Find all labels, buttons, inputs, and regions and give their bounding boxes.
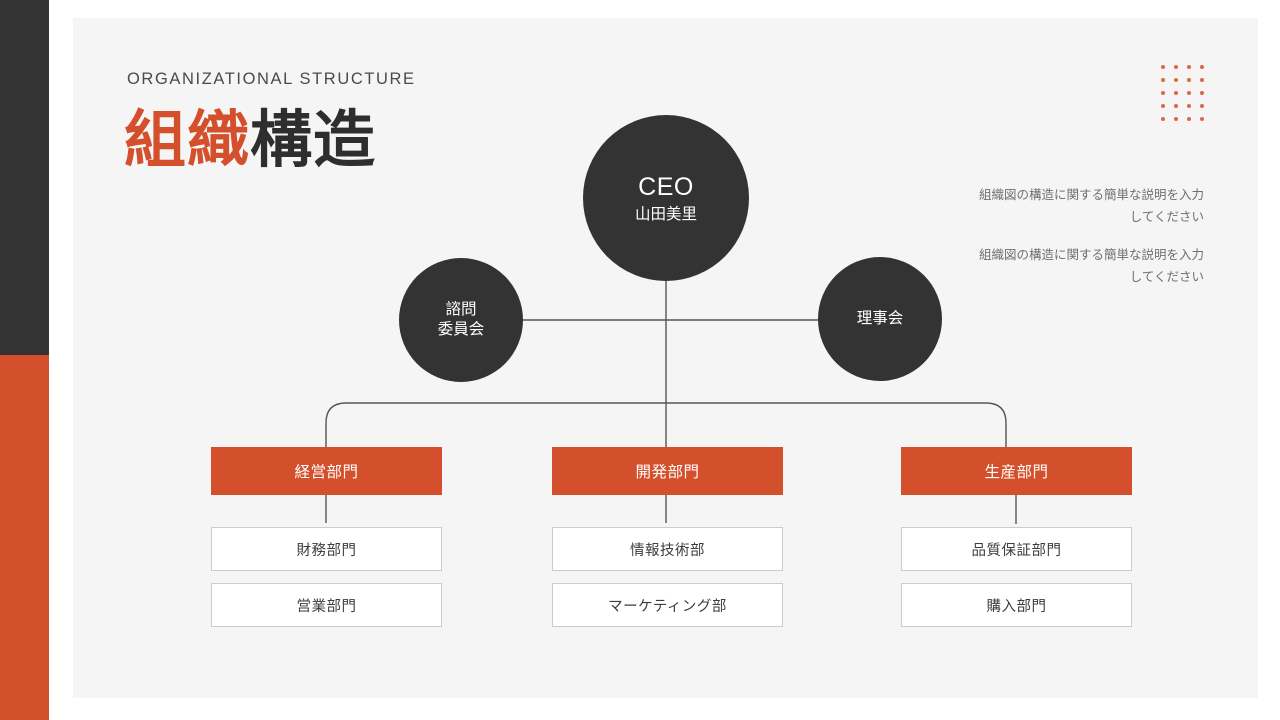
left-accent-bar (0, 0, 49, 720)
node-ceo-name: 山田美里 (634, 206, 697, 224)
department-child-purchasing[interactable]: 購入部門 (901, 583, 1132, 627)
department-child-quality-assurance[interactable]: 品質保証部門 (901, 527, 1132, 571)
page-title-rest: 構造 (250, 106, 377, 175)
department-child-sales[interactable]: 営業部門 (211, 583, 442, 627)
page-title-highlight: 組織 (124, 106, 251, 175)
page-title: 組織構造 (124, 110, 376, 172)
department-head-development[interactable]: 開発部門 (552, 447, 783, 495)
dot-grid-decoration-icon (1161, 65, 1213, 130)
side-note-second: 組織図の構造に関する簡単な説明を入力してください (978, 248, 1204, 284)
department-column-development: 開発部門 情報技術部 マーケティング部 (552, 447, 783, 627)
node-board-of-directors[interactable]: 理事会 (818, 257, 942, 381)
eyebrow-label: ORGANIZATIONAL STRUCTURE (127, 70, 416, 88)
node-ceo-role: CEO (638, 172, 694, 201)
department-child-it[interactable]: 情報技術部 (552, 527, 783, 571)
department-column-management: 経営部門 財務部門 営業部門 (211, 447, 442, 627)
accent-bar-dark-segment (0, 0, 49, 355)
department-column-production: 生産部門 品質保証部門 購入部門 (901, 447, 1132, 627)
side-note-first: 組織図の構造に関する簡単な説明を入力してください (978, 188, 1204, 224)
department-head-management[interactable]: 経営部門 (211, 447, 442, 495)
accent-bar-orange-segment (0, 355, 49, 720)
node-ceo[interactable]: CEO 山田美里 (583, 115, 749, 281)
department-child-marketing[interactable]: マーケティング部 (552, 583, 783, 627)
node-board-line1: 理事会 (856, 309, 904, 327)
node-advisory-line2: 委員会 (437, 321, 485, 338)
department-head-production[interactable]: 生産部門 (901, 447, 1132, 495)
department-child-finance[interactable]: 財務部門 (211, 527, 442, 571)
node-advisory-committee[interactable]: 諮問 委員会 (399, 258, 523, 382)
node-advisory-line1: 諮問 (445, 300, 477, 318)
